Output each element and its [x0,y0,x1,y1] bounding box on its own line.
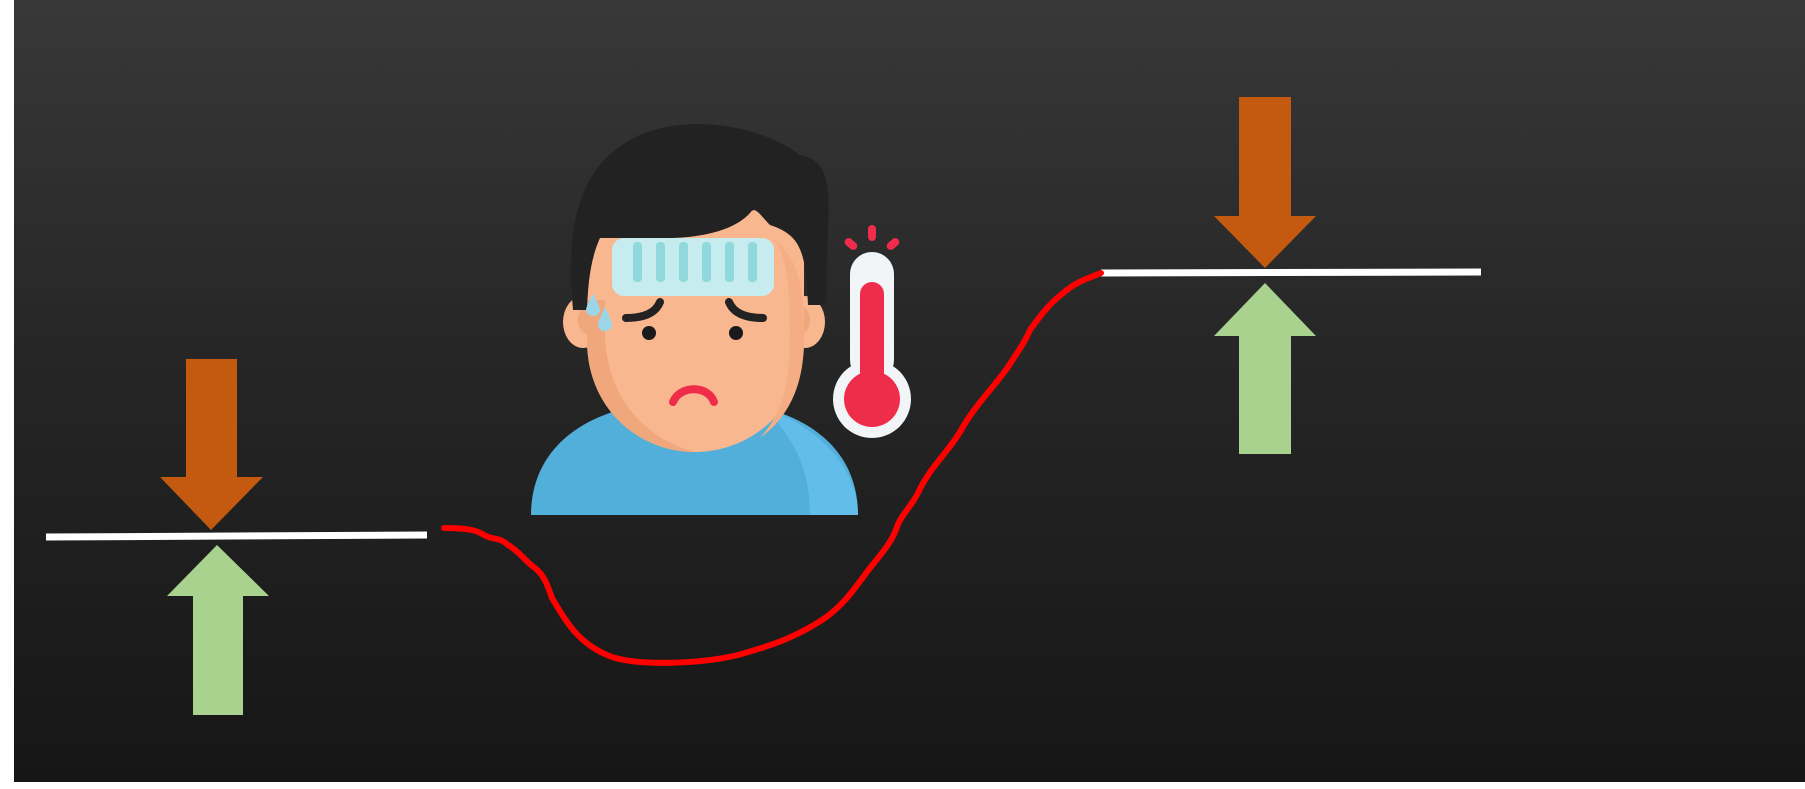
thermometer-icon [833,225,911,438]
right-arrow-up-icon [1214,283,1316,454]
left-arrow-down-icon [160,359,263,530]
right-baseline [1101,272,1481,273]
left-arrow-up-icon [167,545,269,715]
left-baseline [46,535,427,537]
right-arrow-down-icon [1214,97,1316,268]
sick-person-fever-icon [531,124,858,515]
